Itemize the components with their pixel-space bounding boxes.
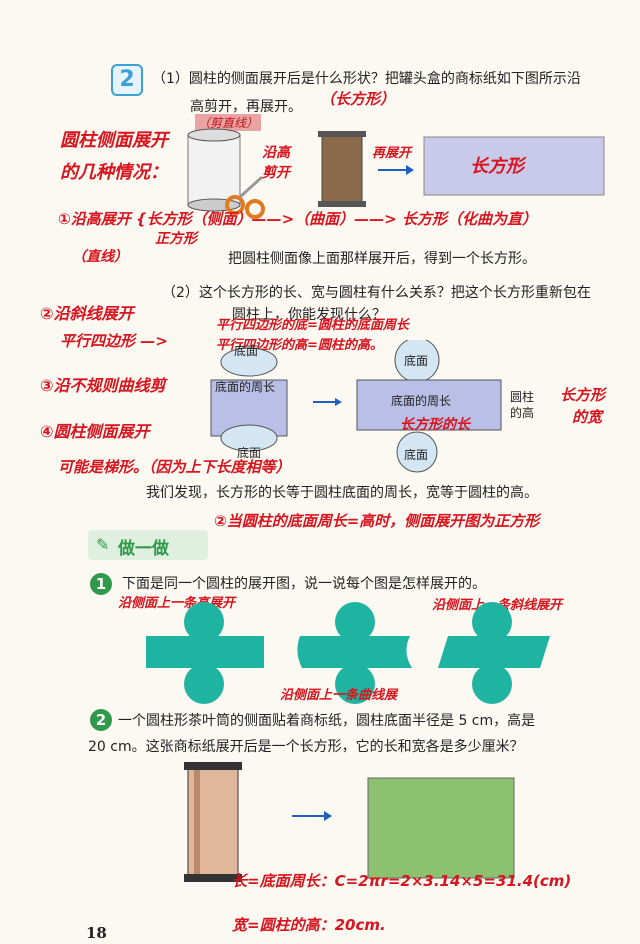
cylinder-net-figure [210, 340, 502, 473]
handwritten-case-4-a: ④圆柱侧面展开 [40, 422, 150, 441]
handwritten-case-2-a: 平行四边形的底=圆柱的底面周长 [216, 318, 409, 333]
can-unroll-illustration [187, 128, 605, 219]
handwritten-shape-note: （长方形） [320, 90, 396, 108]
handwritten-case-2: ②沿斜线展开 [40, 304, 134, 323]
net-rectangle [146, 602, 264, 704]
tea-tin [184, 762, 242, 882]
handwritten-answer-1: 长=底面周长：C=2πr=2×3.14×5=31.4(cm) [232, 872, 572, 890]
height-label-2: 的高 [510, 406, 535, 420]
handwritten-case-3: ③沿不规则曲线剪 [40, 376, 166, 395]
net-curved [297, 602, 412, 704]
handwritten-rect-label: 长方形 [470, 156, 524, 177]
practice-q1-text: 下面是同一个圆柱的展开图，说一说每个图是怎样展开的。 [122, 576, 486, 592]
question-1-line-2: 高剪开，再展开。 [190, 99, 302, 115]
handwritten-rect-length: 长方形的长 [400, 417, 470, 433]
handwritten-rect-note: 长方形 [560, 386, 606, 404]
practice-q2-text-2: 20 cm。这张商标纸展开后是一个长方形，它的长和宽各是多少厘米？ [88, 739, 524, 755]
base-bottom-label: 底面 [237, 446, 262, 460]
handwritten-width-note: 的宽 [572, 408, 603, 426]
unrolled-rectangle [356, 340, 502, 473]
handwritten-cut-along-1: 沿高 [262, 145, 290, 161]
cylinder [210, 347, 288, 452]
label-rectangle [367, 777, 515, 879]
three-nets-figure [146, 602, 550, 704]
practice-q2-badge: 2 [90, 709, 112, 731]
practice-title: 做一做 [118, 539, 169, 559]
rect-bottom-circle-label: 底面 [404, 448, 429, 462]
practice-q2-text-1: 一个圆柱形茶叶筒的侧面贴着商标纸，圆柱底面半径是 5 cm，高是 [118, 713, 536, 729]
conclusion-text: 把圆柱侧面像上面那样展开后，得到一个长方形。 [228, 251, 536, 267]
handwritten-answer-2: 宽=圆柱的高：20cm. [232, 916, 386, 934]
question-2-line-1: （2）这个长方形的长、宽与圆柱有什么关系？把这个长方形重新包在 [162, 285, 591, 301]
handwritten-expand: 再展开 [372, 146, 412, 161]
net-parallelogram [438, 602, 550, 704]
handwritten-cut-note: （剪直线） [195, 114, 262, 131]
practice-banner: ✎ 做一做 [88, 530, 208, 560]
can-brown [318, 131, 366, 207]
handwritten-cut-along-2: 剪开 [262, 165, 290, 181]
question-2-line-2: 圆柱上，你能发现什么？ [232, 307, 386, 323]
handwritten-case-1-sub: 正方形 [155, 231, 197, 247]
scissors-icon [225, 175, 265, 219]
handwritten-square-note: ②当圆柱的底面周长=高时，侧面展开图为正方形 [214, 512, 540, 530]
pencil-icon: ✎ [96, 535, 110, 554]
exercise-badge: 2 [111, 64, 143, 96]
base-perimeter-label: 底面的周长 [215, 380, 276, 394]
handwritten-case-1: ①沿高展开 {长方形（侧面）——>（曲面）——> 长方形（化曲为直） [58, 210, 537, 228]
base-top-label: 底面 [234, 344, 259, 358]
rect-top-circle-label: 底面 [404, 354, 429, 368]
handwritten-q1-note-c: 沿侧面上一条曲线展 [280, 688, 398, 703]
tea-tin-figure [184, 762, 515, 882]
finding-text: 我们发现，长方形的长等于圆柱底面的周长，宽等于圆柱的高。 [146, 485, 538, 501]
handwritten-case-4-b: 可能是梯形。（因为上下长度相等） [58, 458, 291, 476]
handwritten-case-1-note: （直线） [72, 249, 128, 265]
handwritten-left-title-1: 圆柱侧面展开 [60, 130, 168, 151]
question-1-line-1: （1）圆柱的侧面展开后是什么形状？把罐头盒的商标纸如下图所示沿 [152, 71, 581, 87]
practice-q1-badge: 1 [90, 573, 112, 595]
rect-middle-label: 底面的周长 [391, 394, 452, 408]
handwritten-left-title-2: 的几种情况： [60, 162, 168, 183]
handwritten-case-2-b: 平行四边形 —> [60, 332, 168, 350]
page-number: 18 [86, 924, 107, 942]
height-label-1: 圆柱 [510, 390, 535, 404]
